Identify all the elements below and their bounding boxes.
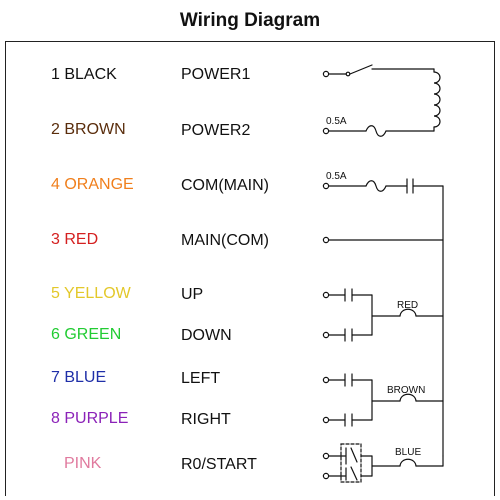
power1-circuit xyxy=(322,64,435,78)
function-label-down: DOWN xyxy=(181,327,232,344)
wire-label-pink: PINK xyxy=(64,455,102,472)
wire-label-brown: 2 BROWN xyxy=(51,121,126,138)
fuse-icon xyxy=(365,125,387,137)
function-label-main-com: MAIN(COM) xyxy=(181,232,269,249)
coil-icon xyxy=(399,393,417,402)
coil-icon xyxy=(433,71,441,128)
main-com-circuit xyxy=(322,236,444,244)
up-down-circuit: RED xyxy=(322,288,444,342)
wire-label-purple: 8 PURPLE xyxy=(51,410,129,427)
coil-label-red: RED xyxy=(397,300,418,311)
function-label-left: LEFT xyxy=(181,370,221,387)
coil-icon xyxy=(399,308,417,317)
fuse-label-com: 0.5A xyxy=(326,171,347,182)
wire-label-red: 3 RED xyxy=(51,231,99,248)
wire-label-green: 6 GREEN xyxy=(51,326,122,343)
diagram-frame xyxy=(5,41,495,496)
left-right-circuit: BROWN xyxy=(322,373,444,427)
wire-label-blue: 7 BLUE xyxy=(51,369,107,386)
wire-label-black: 1 BLACK xyxy=(51,66,117,83)
wire-label-orange: 4 ORANGE xyxy=(51,176,134,193)
coil-icon xyxy=(399,458,417,467)
function-label-right: RIGHT xyxy=(181,411,231,428)
coil-label-brown: BROWN xyxy=(387,385,425,396)
r0-start-circuit: BLUE xyxy=(322,443,444,483)
function-label-power1: POWER1 xyxy=(181,66,251,83)
function-label-power2: POWER2 xyxy=(181,122,251,139)
com-main-circuit: 0.5A xyxy=(322,171,444,194)
function-label-r0-start: R0/START xyxy=(181,456,257,473)
switch-icon xyxy=(340,443,362,483)
function-label-com-main: COM(MAIN) xyxy=(181,177,269,194)
diagram-title: Wiring Diagram xyxy=(179,10,321,31)
fuse-label-power2: 0.5A xyxy=(326,116,347,127)
coil-label-blue: BLUE xyxy=(395,447,421,458)
fuse-icon xyxy=(365,180,387,192)
power2-circuit: 0.5A xyxy=(322,116,435,137)
wire-label-yellow: 5 YELLOW xyxy=(51,285,131,302)
function-label-up: UP xyxy=(181,286,204,303)
